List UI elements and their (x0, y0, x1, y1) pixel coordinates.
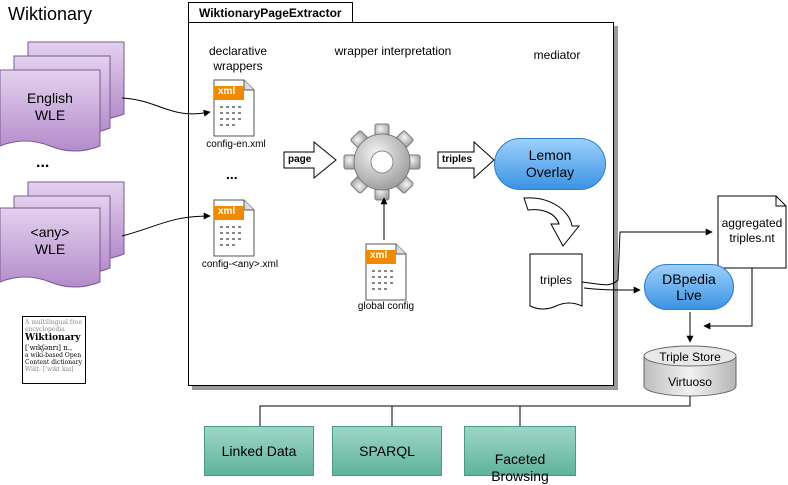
declarative-wrappers-label: declarative wrappers (208, 44, 268, 73)
faceted-browsing-label: Faceted Browsing (491, 451, 549, 484)
config-any-label: config-<any>.xml (201, 259, 279, 270)
output-connectors (259, 396, 691, 426)
triple-store-label: Triple Store (659, 350, 721, 364)
logo-line3: a wiki-based Open (25, 352, 82, 359)
logo-line1: A multilingual free (25, 319, 83, 326)
config-en-label: config-en.xml (206, 139, 266, 150)
logo-ipa: [ˈwɪkʃənrɪ] n., (25, 344, 73, 352)
gear-icon (343, 123, 421, 201)
mediator-label: mediator (533, 48, 581, 62)
lemon-to-triples-arrow (523, 197, 581, 247)
page-title: Wiktionary (8, 4, 93, 24)
wle-ellipsis: ... (36, 154, 50, 171)
logo-line4: Content dictionary (25, 359, 82, 366)
config-any-xml-tag: xml (218, 206, 236, 217)
triple-store-cylinder (643, 345, 737, 397)
config-any-doc-icon (213, 199, 255, 257)
sparql-label: SPARQL (359, 443, 415, 459)
triples-doc-label: triples (539, 273, 572, 287)
english-wle-stack (0, 41, 125, 152)
triples-to-aggregated-arrow (581, 228, 713, 286)
page-block-arrow (283, 140, 337, 180)
page-arrow-label: page (288, 154, 312, 165)
config-en-doc-icon (213, 79, 255, 137)
config-en-xml-tag: xml (218, 86, 236, 97)
config-ellipsis: ... (226, 166, 238, 182)
wrapper-interpretation-label: wrapper interpretation (334, 44, 452, 58)
linked-data-label: Linked Data (221, 443, 297, 459)
logo-name: Wiktionary (25, 333, 81, 343)
global-config-label: global config (357, 301, 415, 312)
triples-arrow-label: triples (442, 154, 473, 165)
triples-block-arrow (437, 140, 495, 180)
virtuoso-label: Virtuoso (668, 375, 712, 389)
aggregated-to-store-arrow (703, 268, 753, 330)
global-config-doc-icon (365, 243, 407, 301)
aggregated-doc (717, 195, 787, 269)
lemon-overlay-node: Lemon Overlay (494, 138, 606, 190)
aggregated-label: aggregated triples.nt (721, 216, 783, 245)
logo-line5: Wikt- [ˈwɪkt kaɪ] (25, 366, 74, 373)
english-wle-label: English WLE (27, 90, 73, 123)
sparql-box: SPARQL (332, 426, 442, 476)
triples-doc (529, 253, 583, 310)
triples-to-dbpedia-arrow (583, 286, 641, 294)
logo-line2: encyclopedia (25, 326, 65, 333)
dbpedia-live-label: DBpedia Live (662, 271, 716, 303)
any-wle-label: <any> WLE (30, 224, 70, 257)
any-to-config-arrow (121, 212, 211, 237)
dbpedia-live-node: DBpedia Live (644, 264, 734, 310)
global-config-xml-tag: xml (370, 250, 388, 261)
english-to-config-arrow (121, 97, 211, 117)
linked-data-box: Linked Data (204, 426, 314, 476)
extractor-title: WiktionaryPageExtractor (188, 2, 353, 22)
wiktionary-logo: A multilingual free encyclopedia Wiktion… (22, 316, 86, 384)
lemon-overlay-label: Lemon Overlay (525, 147, 575, 180)
faceted-browsing-box: Faceted Browsing (464, 426, 576, 484)
any-wle-stack (0, 181, 125, 288)
